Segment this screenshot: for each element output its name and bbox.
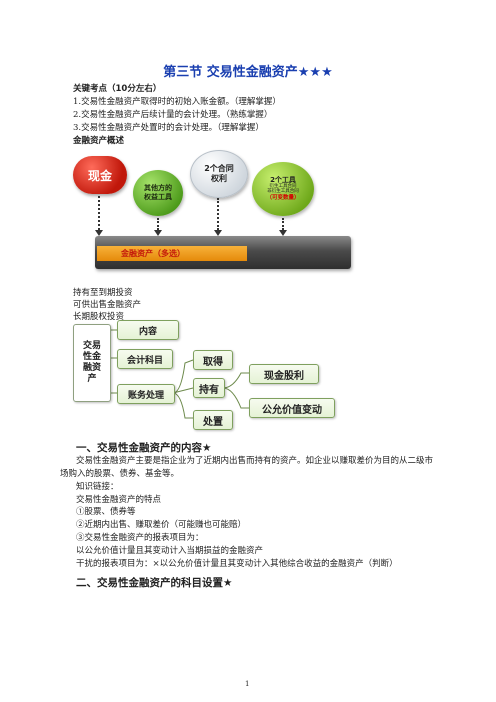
fair-value-box: 公允价值变动 [249,398,335,418]
feature-2: ②近期内出售、赚取差价（可能赚也可能赔） [76,520,247,530]
accounting-box: 账务处理 [117,384,175,404]
feature-1: ①股票、债券等 [76,507,136,517]
content-box: 内容 [117,320,179,340]
asset-type-2: 可供出售金融资产 [73,300,142,310]
feature-3: ③交易性金融资产的报表项目为： [76,533,204,543]
asset-type-3: 长期股权投资 [73,312,125,322]
arrow-down-icon [214,198,222,236]
equity-instrument-bubble: 其他方的 权益工具 [133,170,183,216]
page-number: 1 [245,680,250,688]
acquire-box: 取得 [193,350,233,370]
financial-assets-diagram: 现金 其他方的 权益工具 2个合同 权利 2个工具 衍生工具合同 非衍生工具合同… [65,148,365,286]
root-label: 交易性金融资产 [82,341,101,384]
key-point-2: 2.交易性金融资产后续计量的会计处理。（熟练掌握） [73,110,273,120]
section-2-heading: 二、交易性金融资产的科目设置★ [76,577,233,589]
section-1-heading: 一、交易性金融资产的内容★ [76,442,212,454]
page-title: 第三节 交易性金融资产★★★ [163,65,333,80]
financial-assets-label: 金融资产（多选） [97,246,247,261]
accounts-box: 会计科目 [117,349,173,369]
key-point-3: 3.交易性金融资产处置时的会计处理。（理解掌握） [73,123,264,133]
dividend-box: 现金股利 [249,364,319,384]
section-1-text: 交易性金融资产主要是指企业为了近期内出售而持有的资产。如企业以赚取差价为目的从二… [60,456,434,479]
tool-line-2: 衍生工具合同 [269,184,297,189]
arrow-down-icon [279,218,287,236]
tool-line-4: （可变数量） [266,195,300,201]
key-point-1: 1.交易性金融资产取得时的初始入账金额。（理解掌握） [73,97,281,107]
arrow-down-icon [95,196,103,236]
asset-type-1: 持有至到期投资 [73,288,133,298]
distractor-note: 干扰的报表项目为：×以公允价值计量且其变动计入其他综合收益的金融资产（判断） [76,559,398,569]
tool-line-1: 2个工具 [270,176,296,184]
tool-line-3: 非衍生工具合同 [267,189,299,194]
arrow-down-icon [154,218,162,236]
key-points-heading: 关键考点（10分左右） [73,84,162,94]
report-item: 以公允价值计量且其变动计入当期损益的金融资产 [76,546,264,556]
section-1-paragraph: 交易性金融资产主要是指企业为了近期内出售而持有的资产。如企业以赚取差价为目的从二… [60,455,436,481]
contract-rights-bubble: 2个合同 权利 [190,150,248,198]
hold-box: 持有 [193,378,225,398]
financial-assets-bar: 金融资产（多选） [95,236,351,269]
cash-bubble: 现金 [73,156,127,194]
root-box: 交易性金融资产 [73,324,111,402]
knowledge-link: 知识链接： [76,482,119,492]
overview-heading: 金融资产概述 [73,136,125,146]
contract-line-2: 权利 [210,174,227,183]
dispose-box: 处置 [193,410,233,430]
tools-bubble: 2个工具 衍生工具合同 非衍生工具合同 （可变数量） [252,162,314,216]
trading-assets-structure-diagram: 交易性金融资产 内容 会计科目 账务处理 取得 持有 处置 现金股利 公允价值变… [73,318,373,430]
features-heading: 交易性金融资产的特点 [76,495,162,505]
equity-line-2: 权益工具 [144,193,172,201]
contract-line-1: 2个合同 [204,164,234,173]
equity-line-1: 其他方的 [144,184,172,192]
